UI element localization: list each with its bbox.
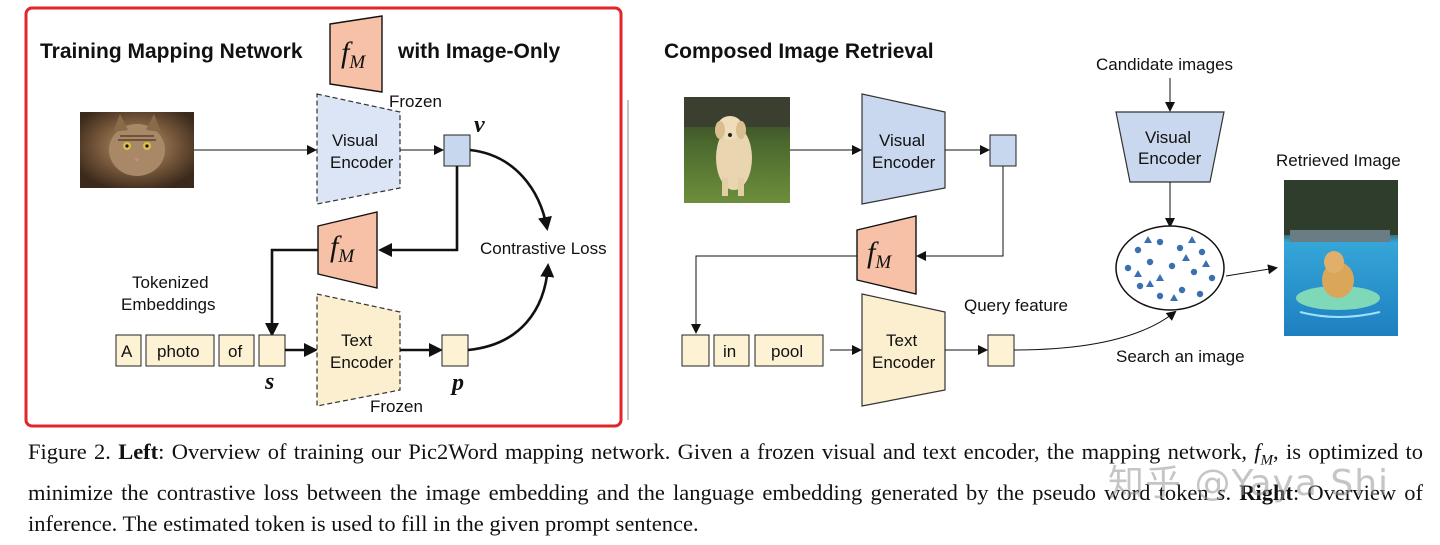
contrastive-loss-label: Contrastive Loss xyxy=(480,239,607,258)
tokenized-label-line1: Tokenized xyxy=(132,273,209,292)
left-text-encoder-line1: Text xyxy=(341,331,372,350)
frozen-top-label: Frozen xyxy=(389,92,442,111)
right-image-embedding xyxy=(989,134,1017,167)
text-embedding-p xyxy=(441,334,469,367)
token-of: of xyxy=(228,342,242,361)
cat-photo xyxy=(80,112,194,188)
token-photo-box xyxy=(145,334,215,367)
left-visual-encoder-line2: Encoder xyxy=(330,153,394,172)
right-token-pool: pool xyxy=(771,342,803,361)
token-a: A xyxy=(121,342,133,361)
query-feature-box xyxy=(987,334,1015,367)
caption-s-symbol: s xyxy=(1216,479,1226,505)
candidate-images-label: Candidate images xyxy=(1096,55,1233,74)
retrieved-image-label: Retrieved Image xyxy=(1276,151,1401,170)
figure-diagram: Training Mapping Network fM with Image-O… xyxy=(24,6,1401,428)
golden-retriever-photo xyxy=(684,97,790,203)
v-label: v xyxy=(474,112,485,138)
query-feature-label: Query feature xyxy=(964,296,1068,315)
token-of-box xyxy=(218,334,255,367)
caption-left-text-3: . xyxy=(1225,479,1240,505)
candidate-encoder-line1: Visual xyxy=(1145,128,1191,147)
right-token-in-box xyxy=(713,334,750,367)
caption-right-bold: Right xyxy=(1239,479,1294,505)
caption-right-text: : Overview of inference. The estimated t… xyxy=(28,479,1424,536)
mapping-network-fm xyxy=(317,211,378,289)
right-text-encoder-line1: Text xyxy=(886,331,917,350)
candidate-encoder-line2: Encoder xyxy=(1138,149,1202,168)
caption-left-bold: Left xyxy=(118,439,159,464)
query-to-search-arrow xyxy=(1013,310,1177,351)
token-a-box xyxy=(115,334,142,367)
caption-label: Figure 2. xyxy=(28,439,111,464)
right-text-encoder-line2: Encoder xyxy=(872,353,936,372)
left-text-encoder xyxy=(316,293,401,407)
right-token-pool-box xyxy=(754,334,824,367)
training-panel-border xyxy=(24,6,623,428)
right-pseudo-token-box xyxy=(681,334,710,367)
caption-left-text-2: , is optimized to minimize the contrasti… xyxy=(28,439,1423,505)
left-visual-encoder-line1: Visual xyxy=(332,131,378,150)
right-token-in: in xyxy=(723,342,736,361)
right-visual-encoder-line2: Encoder xyxy=(872,153,936,172)
figure-caption: Figure 2. Left: Overview of training our… xyxy=(28,436,1423,539)
right-mapping-network-fm xyxy=(856,215,917,295)
p-to-loss-arrow xyxy=(467,263,555,352)
search-an-image-label: Search an image xyxy=(1116,347,1245,366)
p-label: p xyxy=(450,370,464,396)
left-visual-encoder xyxy=(316,93,401,205)
left-text-encoder-line2: Encoder xyxy=(330,353,394,372)
training-title-post: with Image-Only xyxy=(397,40,561,63)
s-label: s xyxy=(264,369,274,395)
frozen-bottom-label: Frozen xyxy=(370,397,423,416)
retrieved-dog-in-pool-photo xyxy=(1284,180,1398,336)
v-to-mapping-arrow xyxy=(378,166,459,257)
training-title-pre: Training Mapping Network xyxy=(40,40,303,63)
mapping-network-title-icon xyxy=(329,15,383,93)
embedding-space-to-retrieved-arrow xyxy=(1225,264,1278,277)
token-photo: photo xyxy=(157,342,200,361)
candidate-visual-encoder xyxy=(1115,111,1225,183)
right-mapping-to-token-arrow xyxy=(691,255,857,334)
pseudo-token-s-box xyxy=(258,334,286,367)
right-embedding-to-mapping-arrow xyxy=(916,166,1004,261)
retrieval-title: Composed Image Retrieval xyxy=(664,40,934,63)
caption-left-text: : Overview of training our Pic2Word mapp… xyxy=(158,439,1255,464)
watermark: 知乎 @Yaya Shi xyxy=(1108,463,1390,504)
candidate-embedding-space xyxy=(1115,225,1225,311)
right-text-encoder xyxy=(861,293,946,407)
v-to-loss-arrow xyxy=(469,148,552,231)
right-visual-encoder-line1: Visual xyxy=(879,131,925,150)
right-visual-encoder xyxy=(861,93,946,205)
caption-fm-symbol: fM xyxy=(1254,439,1274,469)
tokenized-label-line2: Embeddings xyxy=(121,295,216,314)
mapping-to-s-arrow xyxy=(265,248,318,337)
image-embedding-v xyxy=(443,134,471,167)
